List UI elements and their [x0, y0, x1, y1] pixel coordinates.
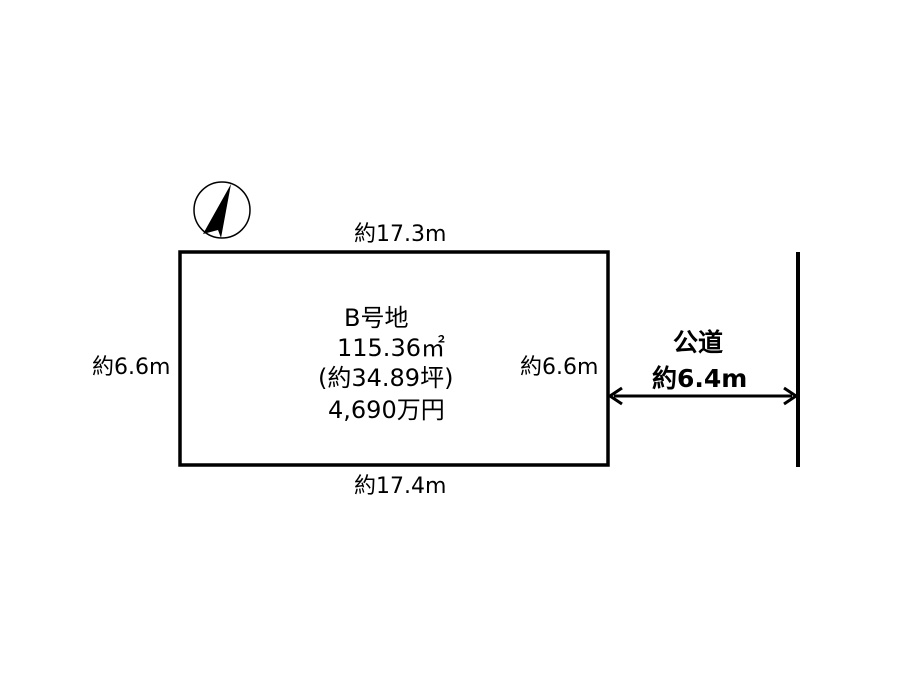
right-dimension-label: 約6.6m — [520, 355, 599, 380]
lot-price: 4,690万円 — [328, 396, 445, 424]
bottom-dimension-label: 約17.4m — [354, 474, 447, 499]
road-width: 約6.4m — [652, 364, 748, 393]
lot-name: B号地 — [344, 304, 409, 332]
left-dimension-label: 約6.6m — [92, 355, 171, 380]
north-arrow-icon — [193, 181, 251, 239]
lot-area: 115.36㎡ — [337, 334, 445, 362]
double-arrow-icon — [607, 386, 799, 406]
lot-area-tsubo: (約34.89坪) — [318, 364, 454, 392]
top-dimension-label: 約17.3m — [354, 222, 447, 247]
road-name: 公道 — [673, 328, 724, 357]
lot-boundary — [178, 250, 610, 467]
